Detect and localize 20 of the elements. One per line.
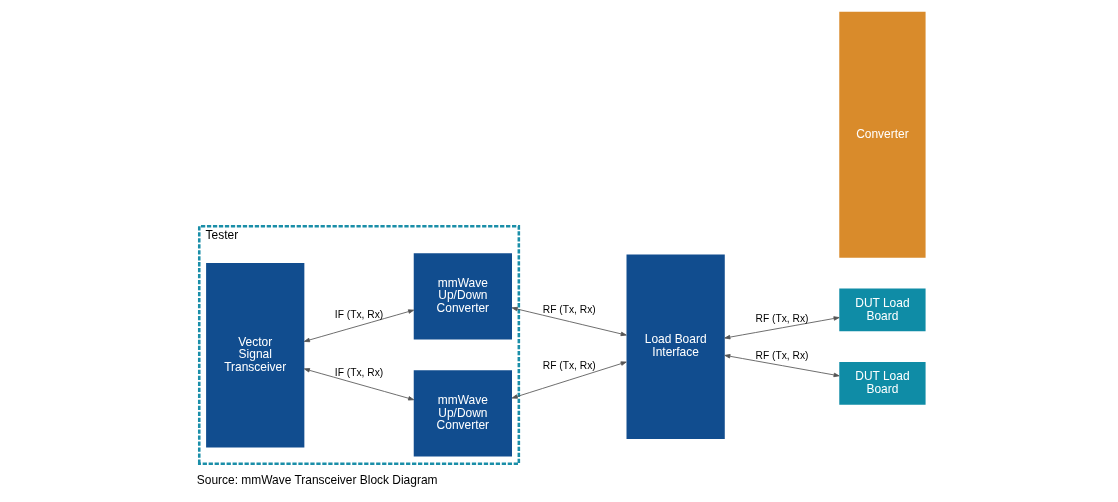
edge-label: RF (Tx, Rx) [755, 312, 809, 324]
caption: Source: mmWave Transceiver Block Diagram [196, 472, 438, 487]
arrow [511, 306, 627, 337]
edge-label: RF (Tx, Rx) [542, 360, 596, 372]
node-box: DUT Load Board [839, 362, 926, 405]
node-box: mmWave Up/Down Converter [413, 253, 512, 340]
node-box: Load Board Interface [626, 254, 725, 439]
arrow [303, 309, 415, 343]
edge-label: RF (Tx, Rx) [542, 304, 596, 316]
edge-label: IF (Tx, Rx) [334, 309, 384, 321]
edge-label: RF (Tx, Rx) [755, 350, 809, 362]
arrow [303, 368, 415, 401]
node-box: Vector Signal Transceiver [206, 262, 305, 448]
arrow [724, 316, 840, 340]
node-box: Converter [839, 11, 926, 258]
node-box: DUT Load Board [839, 288, 926, 332]
arrow [511, 361, 627, 399]
arrow [724, 354, 840, 378]
node-box: mmWave Up/Down Converter [413, 370, 512, 457]
edge-label: IF (Tx, Rx) [334, 367, 384, 379]
